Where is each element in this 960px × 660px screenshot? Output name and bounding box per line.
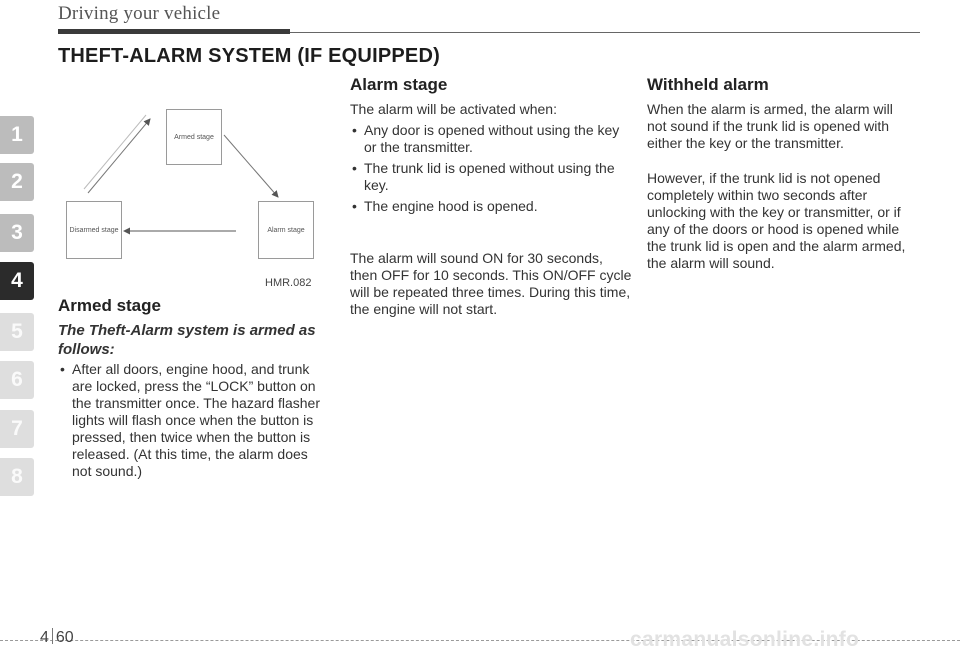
running-head: Driving your vehicle (58, 3, 221, 24)
list-item: Any door is opened without using the key… (350, 122, 632, 156)
withheld-alarm-paragraph-1: When the alarm is armed, the alarm will … (647, 101, 893, 151)
page-title: THEFT-ALARM SYSTEM (IF EQUIPPED) (58, 45, 440, 67)
watermark: carmanualsonline.info (630, 628, 860, 651)
armed-stage-box: Armed stage (166, 109, 222, 165)
armed-stage-heading: Armed stage (58, 296, 161, 315)
page-chapter: 4 (40, 629, 49, 646)
page-number: 4 60 (40, 628, 74, 647)
arrow-disarmed-to-armed-shadow (83, 114, 147, 190)
chapter-tab-2[interactable]: 2 (0, 163, 34, 201)
disarmed-stage-box: Disarmed stage (66, 201, 122, 259)
footer-rule (0, 640, 960, 641)
figure-code: HMR.082 (265, 277, 312, 289)
arrow-disarmed-to-armed (87, 118, 151, 194)
armed-stage-list: After all doors, engine hood, and trunk … (58, 361, 328, 484)
alarm-stage-intro: The alarm will be activated when: (350, 101, 557, 117)
header-rule-thin (290, 32, 920, 33)
diagram-arrows (83, 114, 279, 235)
chapter-tab-4[interactable]: 4 (0, 262, 34, 300)
chapter-tab-8[interactable]: 8 (0, 458, 34, 496)
list-item: The trunk lid is opened without using th… (350, 160, 632, 194)
withheld-alarm-heading: Withheld alarm (647, 75, 769, 94)
arrow-armed-to-alarm (223, 134, 279, 198)
header-rule-thick (58, 29, 290, 34)
chapter-tab-5[interactable]: 5 (0, 313, 34, 351)
chapter-tab-1[interactable]: 1 (0, 116, 34, 154)
alarm-stage-heading: Alarm stage (350, 75, 448, 94)
alarm-stage-list: Any door is opened without using the key… (350, 122, 632, 219)
page-number-divider (51, 628, 53, 644)
chapter-tab-7[interactable]: 7 (0, 410, 34, 448)
page-index: 60 (55, 629, 74, 646)
chapter-tab-6[interactable]: 6 (0, 361, 34, 399)
list-item: After all doors, engine hood, and trunk … (58, 361, 328, 480)
alarm-stage-paragraph: The alarm will sound ON for 30 seconds, … (350, 250, 632, 317)
chapter-tab-3[interactable]: 3 (0, 214, 34, 252)
withheld-alarm-paragraph-2: However, if the trunk lid is not opened … (647, 170, 906, 271)
alarm-state-diagram: Armed stage Disarmed stage Alarm stage (58, 95, 333, 280)
list-item: The engine hood is opened. (350, 198, 632, 215)
armed-stage-subheading: The Theft-Alarm system is armed as follo… (58, 322, 316, 358)
alarm-stage-box: Alarm stage (258, 201, 314, 259)
